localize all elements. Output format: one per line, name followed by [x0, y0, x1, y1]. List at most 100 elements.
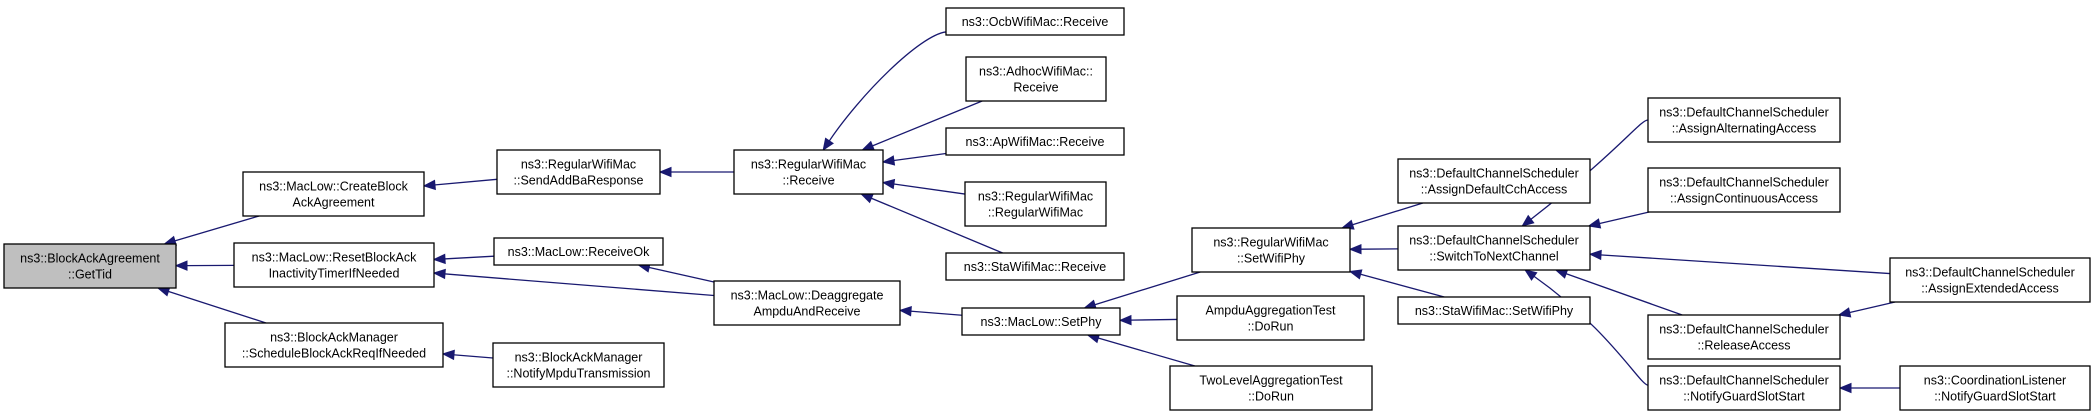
node-n22[interactable]: ns3::DefaultChannelScheduler::AssignCont…	[1647, 167, 1841, 213]
edge-n11-to-n8	[871, 100, 983, 147]
node-label-line: ::AssignContinuousAccess	[1670, 191, 1818, 205]
node-n10[interactable]: ns3::OcbWifiMac::Receive	[945, 7, 1125, 36]
node-box[interactable]	[1397, 225, 1591, 271]
node-box[interactable]	[496, 149, 661, 195]
node-n21[interactable]: ns3::DefaultChannelScheduler::AssignAlte…	[1647, 97, 1841, 143]
node-label-line: ns3::RegularWifiMac	[751, 157, 866, 171]
node-label-line: ::SetWifiPhy	[1237, 251, 1306, 265]
node-label-line: ::DoRun	[1248, 319, 1294, 333]
node-label-line: ns3::MacLow::SetPhy	[981, 315, 1103, 329]
edge-n23-to-n19-arrowhead	[1554, 268, 1569, 279]
edge-n23-to-n19	[1565, 272, 1683, 316]
node-n14[interactable]: ns3::StaWifiMac::Receive	[945, 252, 1125, 281]
node-box[interactable]	[242, 171, 425, 217]
node-n20[interactable]: ns3::StaWifiMac::SetWifiPhy	[1397, 296, 1591, 325]
edge-n21-to-n19-arrowhead	[1521, 214, 1535, 227]
edge-n13-to-n8-arrowhead	[881, 178, 896, 190]
edge-n1-to-n0	[173, 215, 260, 242]
node-label-line: ns3::MacLow::ReceiveOk	[508, 245, 650, 259]
node-box[interactable]	[1899, 365, 2091, 411]
edge-n22-to-n19	[1598, 211, 1650, 225]
edge-n9-to-n6	[909, 310, 963, 316]
node-box[interactable]	[945, 127, 1125, 156]
node-label-line: ::NotifyMpduTransmission	[506, 366, 650, 380]
node-n5[interactable]: ns3::MacLow::ReceiveOk	[493, 237, 664, 266]
node-label-line: ::NotifyGuardSlotStart	[1934, 389, 2056, 403]
node-label-line: ::AssignAlternatingAccess	[1672, 121, 1817, 135]
node-box[interactable]	[1647, 97, 1841, 143]
node-box[interactable]	[3, 243, 177, 289]
node-box[interactable]	[233, 242, 435, 288]
node-box[interactable]	[1647, 365, 1841, 411]
node-box[interactable]	[1397, 296, 1591, 325]
node-box[interactable]	[493, 237, 664, 266]
node-box[interactable]	[1647, 167, 1841, 213]
edge-n16-to-n9-arrowhead	[1118, 314, 1132, 326]
node-n2[interactable]: ns3::MacLow::ResetBlockAckInactivityTime…	[233, 242, 435, 288]
node-label-line: ns3::RegularWifiMac	[521, 157, 636, 171]
edge-n6-to-n5	[648, 266, 715, 283]
node-n19[interactable]: ns3::DefaultChannelScheduler::SwitchToNe…	[1397, 225, 1591, 271]
node-box[interactable]	[1889, 257, 2091, 303]
node-label-line: ns3::DefaultChannelScheduler	[1905, 265, 2075, 279]
edge-n6-to-n2	[443, 273, 715, 297]
node-box[interactable]	[1176, 295, 1365, 341]
node-box[interactable]	[224, 322, 444, 368]
edge-n2-to-n0-arrowhead	[174, 260, 188, 271]
node-n3[interactable]: ns3::BlockAckManager::ScheduleBlockAckRe…	[224, 322, 444, 368]
node-label-line: AmpduAggregationTest	[1206, 303, 1336, 317]
node-n23[interactable]: ns3::DefaultChannelScheduler::ReleaseAcc…	[1647, 314, 1841, 360]
node-box[interactable]	[492, 342, 665, 388]
node-label-line: ns3::DefaultChannelScheduler	[1409, 233, 1579, 247]
node-label-line: ns3::CoordinationListener	[1924, 373, 2066, 387]
node-box[interactable]	[713, 280, 901, 326]
node-n24[interactable]: ns3::DefaultChannelScheduler::NotifyGuar…	[1647, 365, 1841, 411]
node-n16[interactable]: AmpduAggregationTest::DoRun	[1176, 295, 1365, 341]
node-label-line: ns3::RegularWifiMac	[978, 189, 1093, 203]
node-n25[interactable]: ns3::DefaultChannelScheduler::AssignExte…	[1889, 257, 2091, 303]
node-box[interactable]	[1647, 314, 1841, 360]
edge-n25-to-n19	[1599, 254, 1891, 275]
node-n15[interactable]: ns3::RegularWifiMac::SetWifiPhy	[1191, 227, 1351, 273]
node-n9[interactable]: ns3::MacLow::SetPhy	[961, 307, 1121, 336]
node-box[interactable]	[945, 7, 1125, 36]
node-box[interactable]	[733, 149, 884, 195]
node-n13[interactable]: ns3::RegularWifiMac::RegularWifiMac	[964, 181, 1107, 227]
node-n18[interactable]: ns3::DefaultChannelScheduler::AssignDefa…	[1397, 158, 1591, 204]
edge-n11-to-n8-arrowhead	[861, 140, 875, 151]
node-n26[interactable]: ns3::CoordinationListener::NotifyGuardSl…	[1899, 365, 2091, 411]
edge-n5-to-n2	[443, 255, 495, 260]
node-box[interactable]	[1397, 158, 1591, 204]
node-label-line: ns3::MacLow::Deaggregate	[731, 288, 884, 302]
node-box[interactable]	[1191, 227, 1351, 273]
edge-n20-to-n15	[1359, 273, 1445, 298]
edge-n24-to-n19	[1532, 275, 1649, 386]
node-n12[interactable]: ns3::ApWifiMac::Receive	[945, 127, 1125, 156]
node-n0[interactable]: ns3::BlockAckAgreement::GetTid	[3, 243, 177, 289]
edge-n4-to-n1	[433, 178, 498, 186]
node-box[interactable]	[965, 56, 1107, 102]
node-n7[interactable]: ns3::BlockAckManager::NotifyMpduTransmis…	[492, 342, 665, 388]
node-box[interactable]	[1169, 365, 1373, 411]
node-label-line: ns3::ApWifiMac::Receive	[966, 135, 1105, 149]
node-box[interactable]	[961, 307, 1121, 336]
edge-n19-to-n15-arrowhead	[1348, 243, 1362, 255]
edge-n14-to-n8-arrowhead	[860, 193, 874, 204]
node-label-line: ns3::StaWifiMac::SetWifiPhy	[1415, 304, 1574, 318]
node-n11[interactable]: ns3::AdhocWifiMac::Receive	[965, 56, 1107, 102]
node-box[interactable]	[964, 181, 1107, 227]
edge-n8-to-n4-arrowhead	[658, 166, 672, 178]
node-box[interactable]	[945, 252, 1125, 281]
node-label-line: ns3::MacLow::CreateBlock	[259, 179, 408, 193]
node-label-line: ::GetTid	[68, 267, 112, 281]
edge-n26-to-n24-arrowhead	[1838, 382, 1852, 394]
node-label-line: ns3::AdhocWifiMac::	[979, 64, 1093, 78]
node-label-line: ns3::StaWifiMac::Receive	[964, 260, 1106, 274]
node-n8[interactable]: ns3::RegularWifiMac::Receive	[733, 149, 884, 195]
node-n17[interactable]: TwoLevelAggregationTest::DoRun	[1169, 365, 1373, 411]
node-n4[interactable]: ns3::RegularWifiMac::SendAddBaResponse	[496, 149, 661, 195]
node-label-line: ::DoRun	[1248, 389, 1294, 403]
